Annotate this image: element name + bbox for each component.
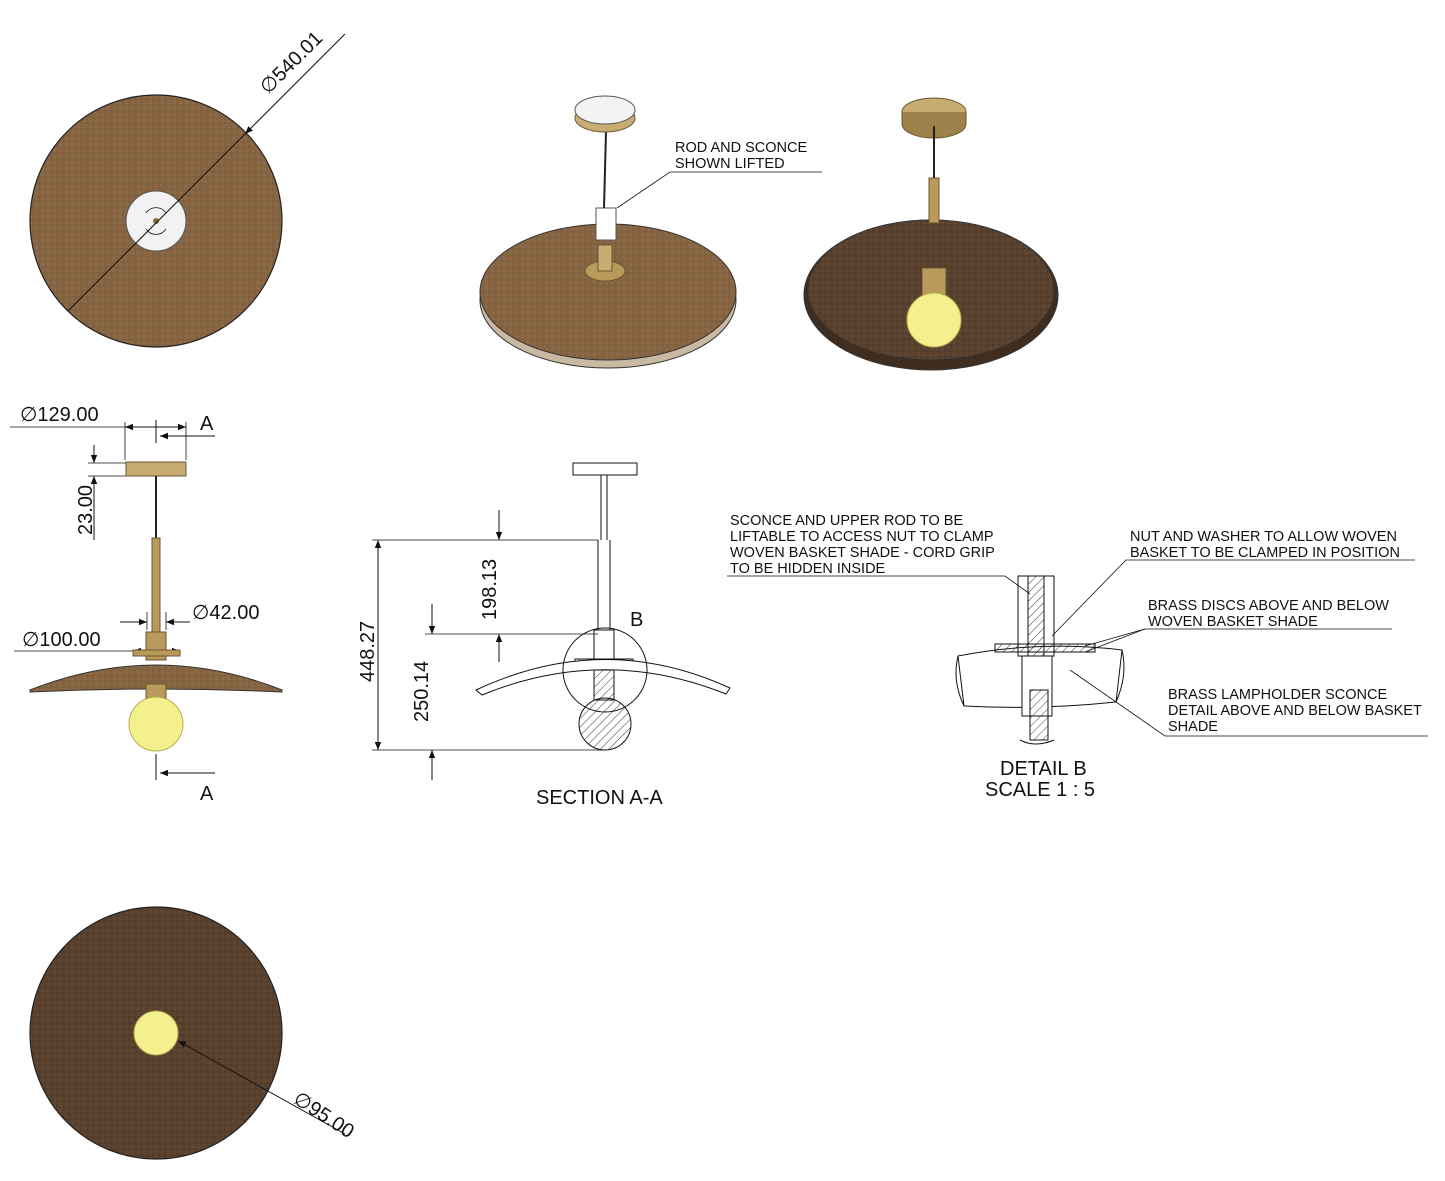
detail-scale: SCALE 1 : 5 xyxy=(985,779,1095,801)
rod-iso xyxy=(928,177,940,224)
dim-overall-height: 448.27 xyxy=(357,621,379,682)
detail-note2-line1: NUT AND WASHER TO ALLOW WOVEN xyxy=(1130,529,1397,545)
dim-disc-diameter: ∅100.00 xyxy=(22,629,101,651)
bulb-iso xyxy=(906,292,962,348)
diameter-leader-top xyxy=(67,33,346,312)
detail-b-circle xyxy=(562,627,648,713)
detail-note1-line2: LIFTABLE TO ACCESS NUT TO CLAMP xyxy=(730,529,994,545)
dim-bottom-diameter: ∅95.00 xyxy=(289,1088,358,1143)
detail-note4-line2: DETAIL ABOVE AND BELOW BASKET xyxy=(1168,703,1422,719)
bottom-view: ∅95.00 xyxy=(29,906,358,1160)
detail-note2-line2: BASKET TO BE CLAMPED IN POSITION xyxy=(1130,545,1400,561)
detail-note3-line2: WOVEN BASKET SHADE xyxy=(1148,614,1318,630)
detail-note3-line1: BRASS DISCS ABOVE AND BELOW xyxy=(1148,598,1389,614)
section-marker-top: A xyxy=(200,413,214,435)
bulb-bottom xyxy=(133,1010,179,1056)
rod-sleeve-iso xyxy=(595,207,617,241)
iso-view-lifted: ROD AND SCONCE SHOWN LIFTED xyxy=(479,95,822,369)
iso-view-underside xyxy=(803,97,1059,371)
detail-note1-line4: TO BE HIDDEN INSIDE xyxy=(730,561,886,577)
detail-note1-line3: WOVEN BASKET SHADE - CORD GRIP xyxy=(730,545,995,561)
front-view: ∅129.00 A 23.00 ∅42.00 ∅100.00 A xyxy=(10,404,283,805)
dim-rod-diameter: ∅42.00 xyxy=(192,602,259,624)
iso-note-line2: SHOWN LIFTED xyxy=(675,156,785,172)
sconce-front xyxy=(125,461,187,477)
sconce-iso-lifted xyxy=(574,95,636,125)
dim-upper-height: 198.13 xyxy=(479,559,501,620)
detail-note4-line3: SHADE xyxy=(1168,719,1218,735)
detail-marker-b: B xyxy=(630,609,643,631)
rod-front xyxy=(151,537,161,634)
section-view: B 448.27 198.13 250.14 SECTION A-A xyxy=(357,462,731,809)
top-view: ∅540.01 xyxy=(29,27,346,348)
dim-sconce-height: 23.00 xyxy=(75,485,97,535)
section-title: SECTION A-A xyxy=(536,787,663,809)
section-marker-bottom: A xyxy=(200,783,214,805)
detail-note1-line1: SCONCE AND UPPER ROD TO BE xyxy=(730,513,963,529)
detail-view: DETAIL B SCALE 1 : 5 SCONCE AND UPPER RO… xyxy=(727,513,1428,801)
rod-hole xyxy=(153,218,159,224)
detail-title: DETAIL B xyxy=(1000,758,1087,780)
shade-front xyxy=(29,664,283,693)
detail-note4-line1: BRASS LAMPHOLDER SCONCE xyxy=(1168,687,1387,703)
dim-sconce-diameter: ∅129.00 xyxy=(20,404,99,426)
bulb-front xyxy=(128,696,184,752)
iso-note-line1: ROD AND SCONCE xyxy=(675,140,807,156)
shade-iso-top xyxy=(479,223,737,361)
dim-lower-height: 250.14 xyxy=(411,661,433,722)
